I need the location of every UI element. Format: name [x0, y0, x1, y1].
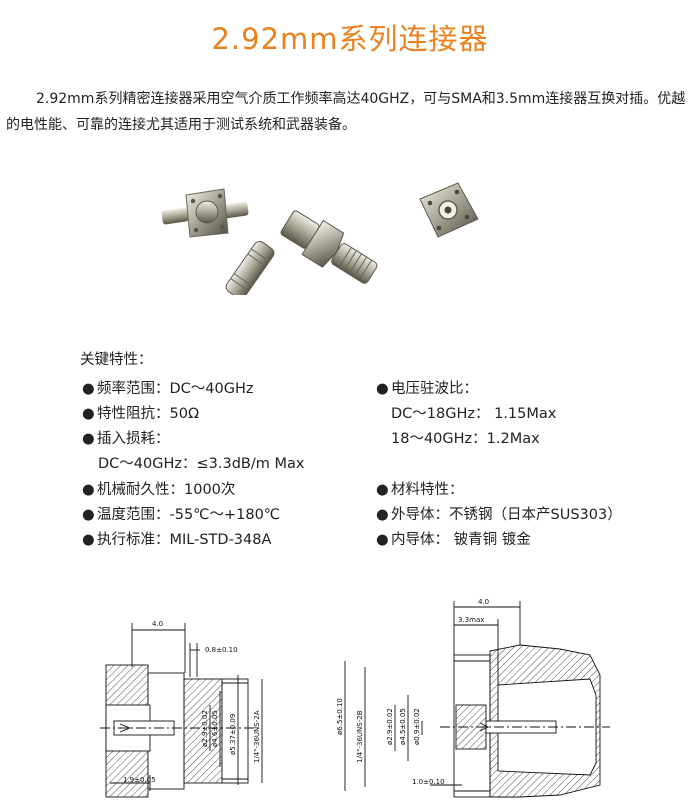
plug-thread: 1/4"-36UNS-2A — [253, 710, 261, 763]
feature-vswr: ●电压驻波比： — [376, 381, 478, 397]
bullet-icon: ● — [82, 431, 95, 447]
plug-dim-top: 4.0 — [152, 620, 163, 628]
product-photo — [161, 182, 479, 295]
bullet-icon: ● — [82, 381, 95, 397]
jack-dia-outer: ø6.5±0.10 — [336, 698, 344, 735]
bullet-icon: ● — [376, 532, 389, 548]
bullet-icon: ● — [376, 381, 389, 397]
feature-inner-conductor: ●内导体： 铍青铜 镀金 — [376, 532, 531, 548]
bullet-icon: ● — [82, 482, 95, 498]
jack-dia-a: ø2.9±0.02 — [386, 708, 394, 745]
feature-frequency-range: ●频率范围：DC～40GHz — [82, 381, 254, 397]
plug-dia-mid: ø4.6±0.05 — [211, 710, 219, 747]
jack-dia-b: ø4.5±0.05 — [399, 708, 407, 745]
features-heading: 关键特性： — [80, 352, 153, 368]
jack-dim-top: 4.0 — [478, 598, 489, 606]
bullet-icon: ● — [82, 406, 95, 422]
plug-dim-gap: 0.8±0.10 — [205, 646, 238, 654]
jack-drawing — [344, 601, 610, 798]
feature-temperature-range: ●温度范围：-55℃～+180℃ — [82, 507, 281, 523]
feature-impedance: ●特性阻抗：50Ω — [82, 406, 200, 422]
bullet-icon: ● — [376, 482, 389, 498]
feature-vswr-low: DC～18GHz： 1.15Max — [391, 406, 557, 422]
flange-adapter-image — [161, 188, 249, 238]
small-adapter-image — [225, 240, 275, 295]
flange-receptacle-image — [419, 182, 479, 238]
feature-vswr-high: 18～40GHz：1.2Max — [391, 431, 540, 447]
bullet-icon: ● — [82, 532, 95, 548]
bullet-icon: ● — [82, 507, 95, 523]
jack-dim-bottom: 1.0±0.10 — [412, 778, 445, 786]
jack-dim-max: 3.3max — [458, 616, 484, 624]
feature-mechanical-durability: ●机械耐久性：1000次 — [82, 482, 236, 498]
feature-insertion-loss-value: DC～40GHz：≤3.3dB/m Max — [98, 456, 305, 472]
technical-drawings: 4.0 0.8±0.10 1.9±0.05 ø2.9±0.02 ø4.6±0.0… — [100, 598, 610, 798]
feature-outer-conductor: ●外导体：不锈钢（日本产SUS303） — [376, 507, 622, 523]
jack-thread: 1/4"-36UNS-2B — [356, 710, 364, 763]
plug-dia-inner: ø2.9±0.02 — [201, 710, 209, 747]
feature-standard: ●执行标准：MIL-STD-348A — [82, 532, 272, 548]
plug-dim-bottom: 1.9±0.05 — [123, 776, 156, 784]
feature-insertion-loss: ●插入损耗： — [82, 431, 170, 447]
plug-drawing — [100, 623, 263, 798]
straight-connector-image — [280, 210, 378, 284]
bullet-icon: ● — [376, 507, 389, 523]
plug-dia-outer: ø5.37±0.09 — [229, 714, 237, 755]
page-title: 2.92mm系列连接器 — [211, 22, 489, 56]
intro-paragraph: 2.92mm系列精密连接器采用空气介质工作频率高达40GHZ，可与SMA和3.5… — [6, 91, 686, 133]
feature-materials: ●材料特性： — [376, 482, 464, 498]
jack-dia-c: ø0.9±0.02 — [413, 708, 421, 745]
